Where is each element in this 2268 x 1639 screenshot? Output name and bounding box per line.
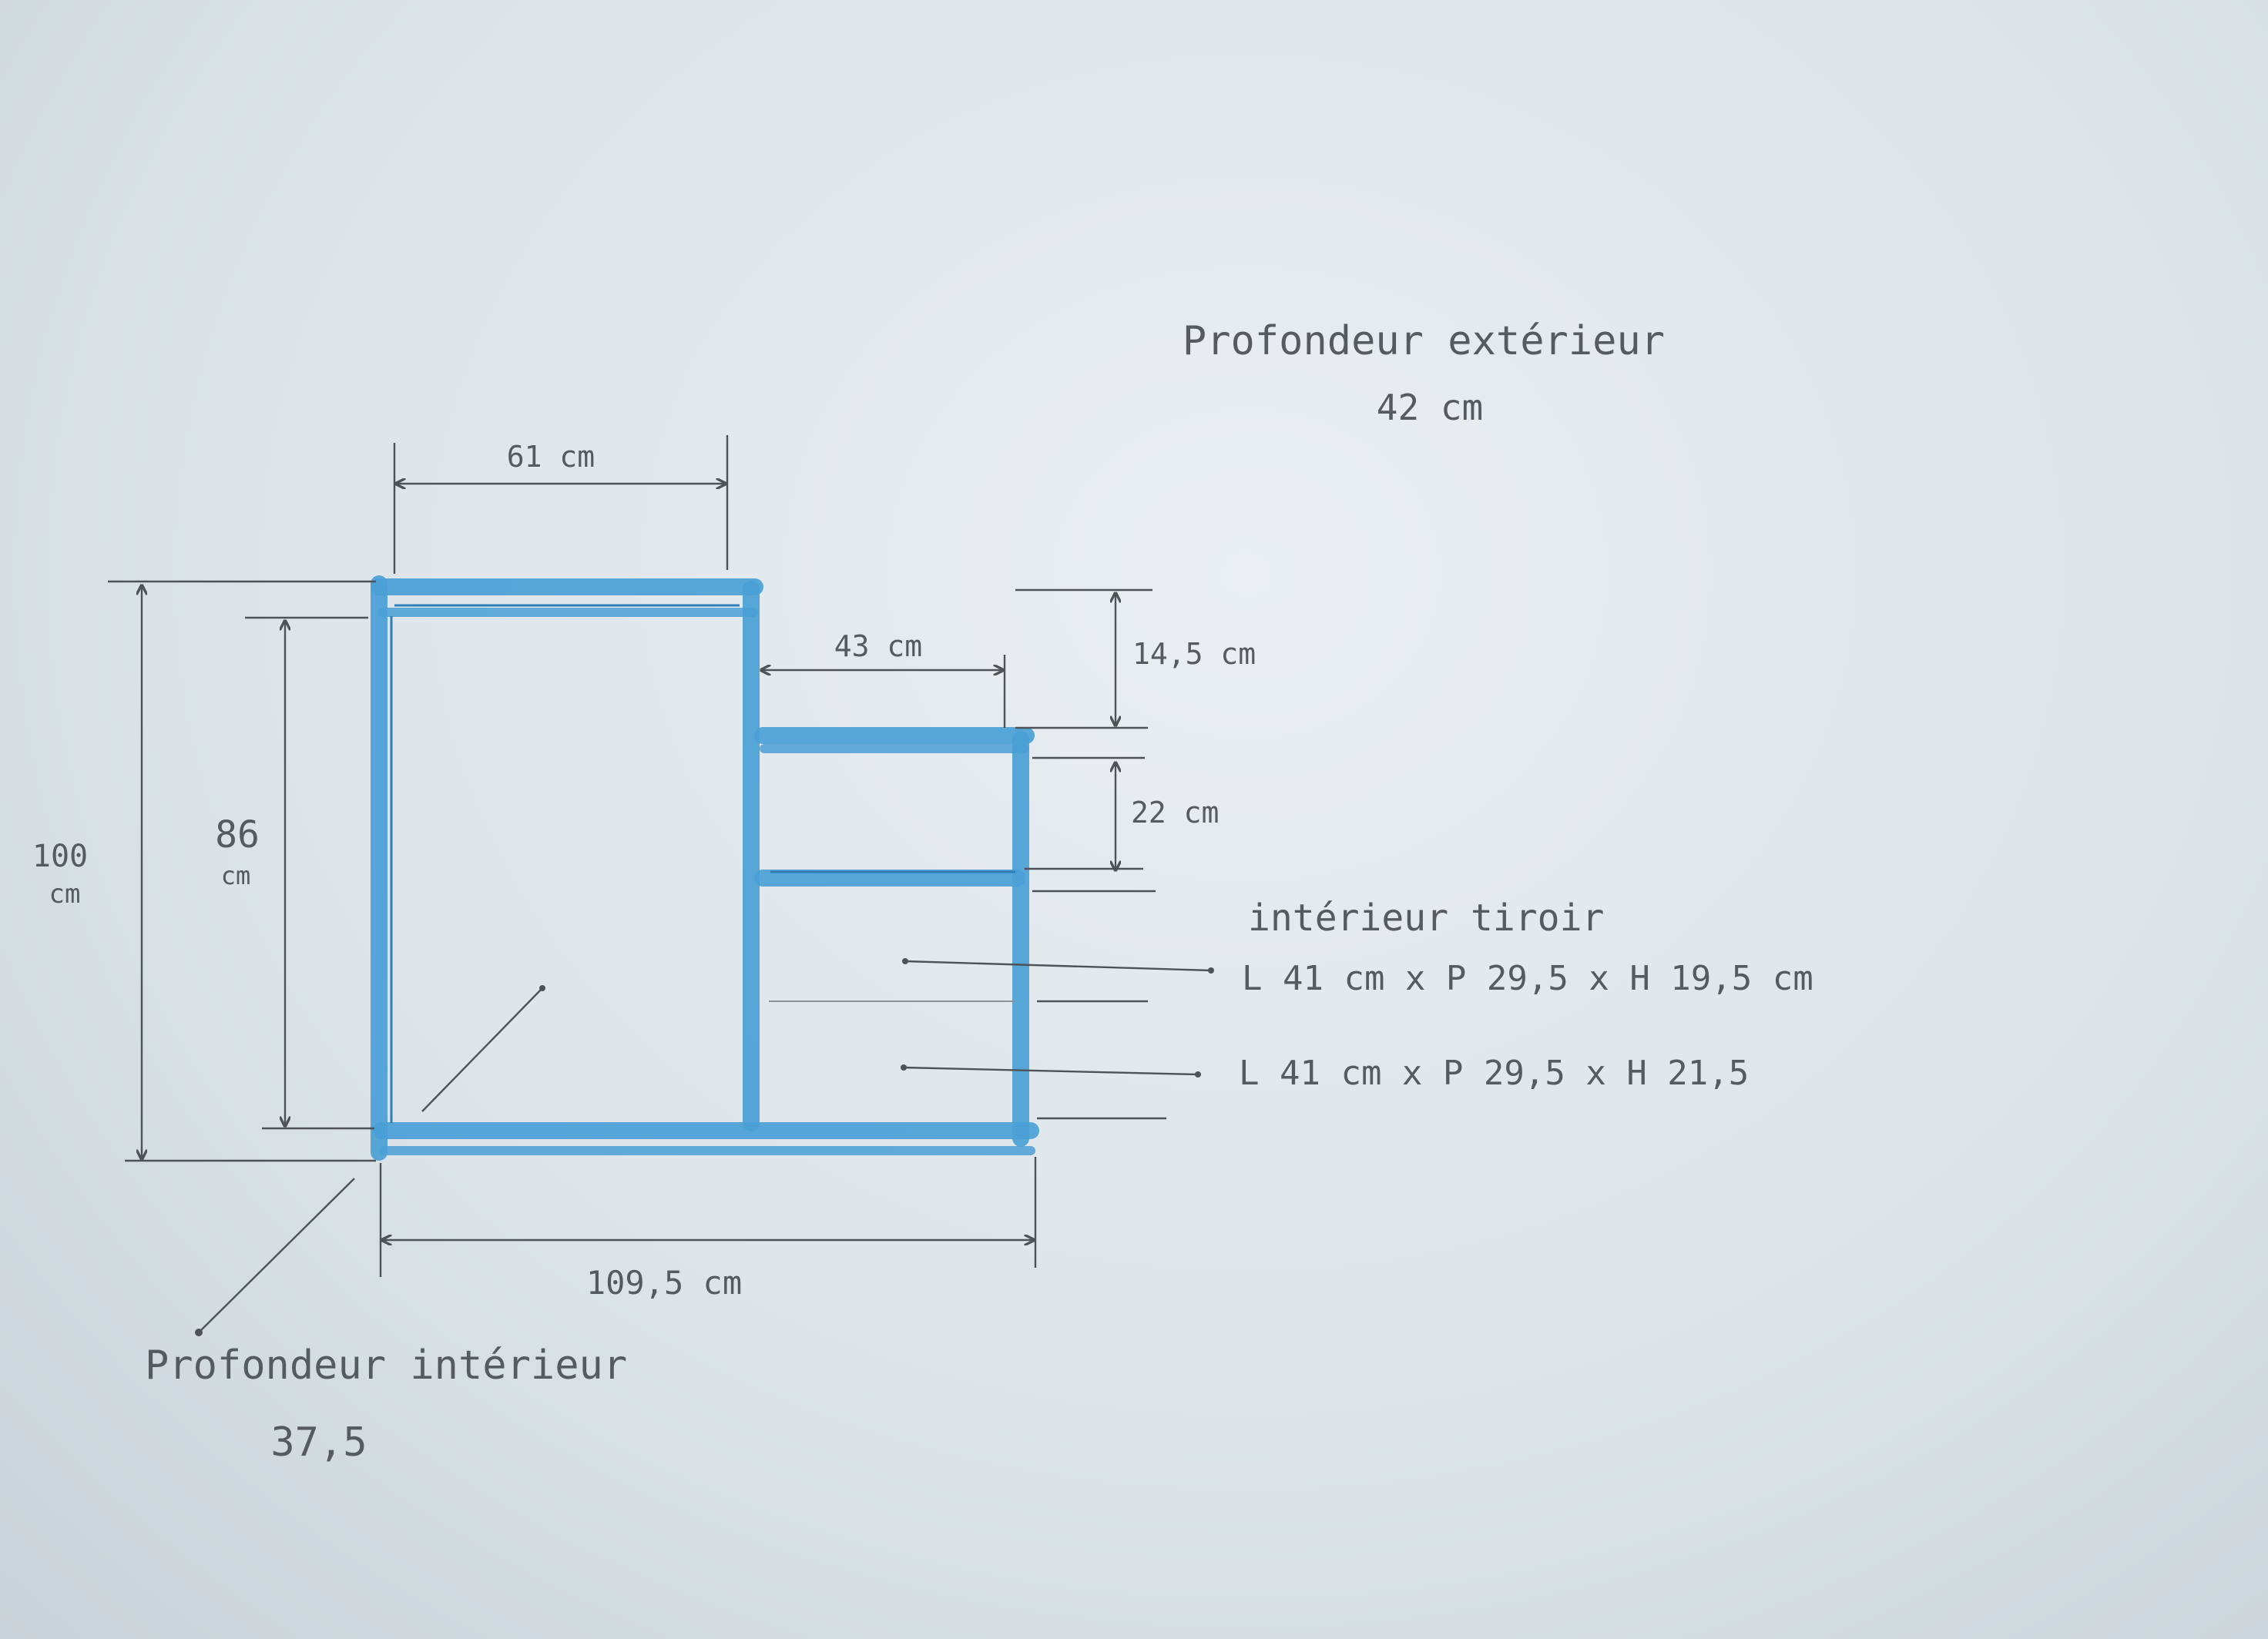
label-ext-depth-title: Profondeur extérieur — [1183, 318, 1665, 364]
label-top-gap: 14,5 cm — [1132, 637, 1256, 671]
label-ext-depth-value: 42 cm — [1377, 387, 1483, 428]
label-total-width: 109,5 cm — [586, 1264, 742, 1302]
dim-top-gap: 14,5 cm — [1015, 588, 1256, 729]
label-drawer2-dims: L 41 cm x P 29,5 x H 21,5 — [1239, 1054, 1749, 1093]
label-inner-height-unit: cm — [221, 861, 251, 890]
label-top-width: 61 cm — [507, 440, 595, 474]
dim-step-width: 43 cm — [761, 629, 1006, 728]
drawer-extension-lines — [1037, 1000, 1166, 1120]
label-step-width: 43 cm — [834, 629, 922, 663]
drawer-leaders — [901, 958, 1214, 1078]
label-int-depth-value: 37,5 — [270, 1419, 367, 1466]
label-drawer-height: 22 cm — [1131, 796, 1219, 830]
cabinet-frame — [371, 575, 1039, 1161]
inner-depth-leaders — [195, 985, 545, 1336]
dim-total-width: 109,5 cm — [379, 1157, 1037, 1302]
label-drawer1-dims: L 41 cm x P 29,5 x H 19,5 cm — [1242, 959, 1813, 998]
dim-total-height: 100 cm — [32, 580, 376, 1162]
label-total-height-value: 100 — [32, 839, 88, 874]
label-total-height-unit: cm — [49, 879, 81, 910]
dim-inner-height: 86 cm — [215, 616, 374, 1130]
dim-top-width: 61 cm — [393, 435, 729, 574]
label-drawer-interior-title: intérieur tiroir — [1248, 897, 1604, 940]
label-int-depth-title: Profondeur intérieur — [145, 1342, 627, 1389]
dim-drawer-height: 22 cm — [1025, 756, 1219, 893]
label-inner-height-value: 86 — [215, 813, 260, 856]
